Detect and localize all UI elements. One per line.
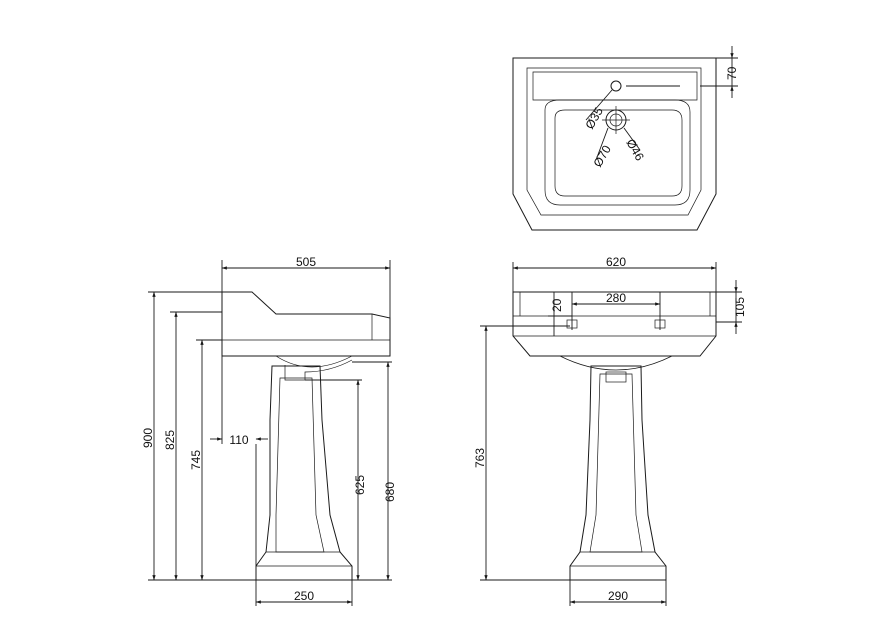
front-bowl-underside — [559, 355, 673, 371]
front-pedestal — [569, 365, 667, 581]
dim-dia-46: Ø46 — [623, 137, 647, 164]
dim-280: 280 — [606, 291, 626, 305]
tap-hole-icon — [610, 80, 622, 92]
plan-view: Ø35 Ø70 Ø46 70 — [512, 46, 739, 231]
dim-825: 825 — [163, 430, 177, 450]
front-pedestal-slot — [605, 371, 627, 383]
plan-bowl-inner — [554, 109, 683, 197]
plan-bowl — [544, 99, 691, 206]
side-view: 505 900 825 745 110 625 680 250 — [141, 255, 397, 606]
side-basin — [221, 291, 391, 357]
dim-625: 625 — [353, 475, 367, 495]
dim-105: 105 — [733, 297, 747, 317]
dim-110: 110 — [229, 433, 248, 447]
leader-35 — [585, 89, 613, 121]
front-pedestal-inner — [589, 373, 643, 553]
side-trap — [284, 359, 353, 381]
side-bowl-underside — [275, 355, 353, 368]
dim-505: 505 — [296, 255, 316, 269]
dim-dia-70: Ø70 — [590, 143, 614, 170]
side-pedestal — [255, 365, 353, 581]
dim-745: 745 — [189, 450, 203, 470]
dim-dia-35: Ø35 — [582, 105, 606, 132]
side-pedestal-inner — [275, 377, 325, 553]
dim-70: 70 — [725, 66, 739, 80]
plan-outline — [512, 57, 717, 231]
dim-900: 900 — [141, 428, 155, 448]
dim-620: 620 — [606, 255, 626, 269]
leader-70 — [595, 127, 609, 161]
plan-tap-ledge — [532, 71, 698, 101]
dim-763: 763 — [473, 448, 487, 468]
plan-inner-rim — [526, 67, 702, 216]
dim-290: 290 — [608, 589, 628, 603]
dim-20: 20 — [550, 298, 564, 312]
front-view: 620 280 20 105 763 290 — [473, 255, 747, 606]
dim-680: 680 — [383, 482, 397, 502]
leader-46 — [623, 127, 641, 151]
dim-250: 250 — [294, 589, 314, 603]
